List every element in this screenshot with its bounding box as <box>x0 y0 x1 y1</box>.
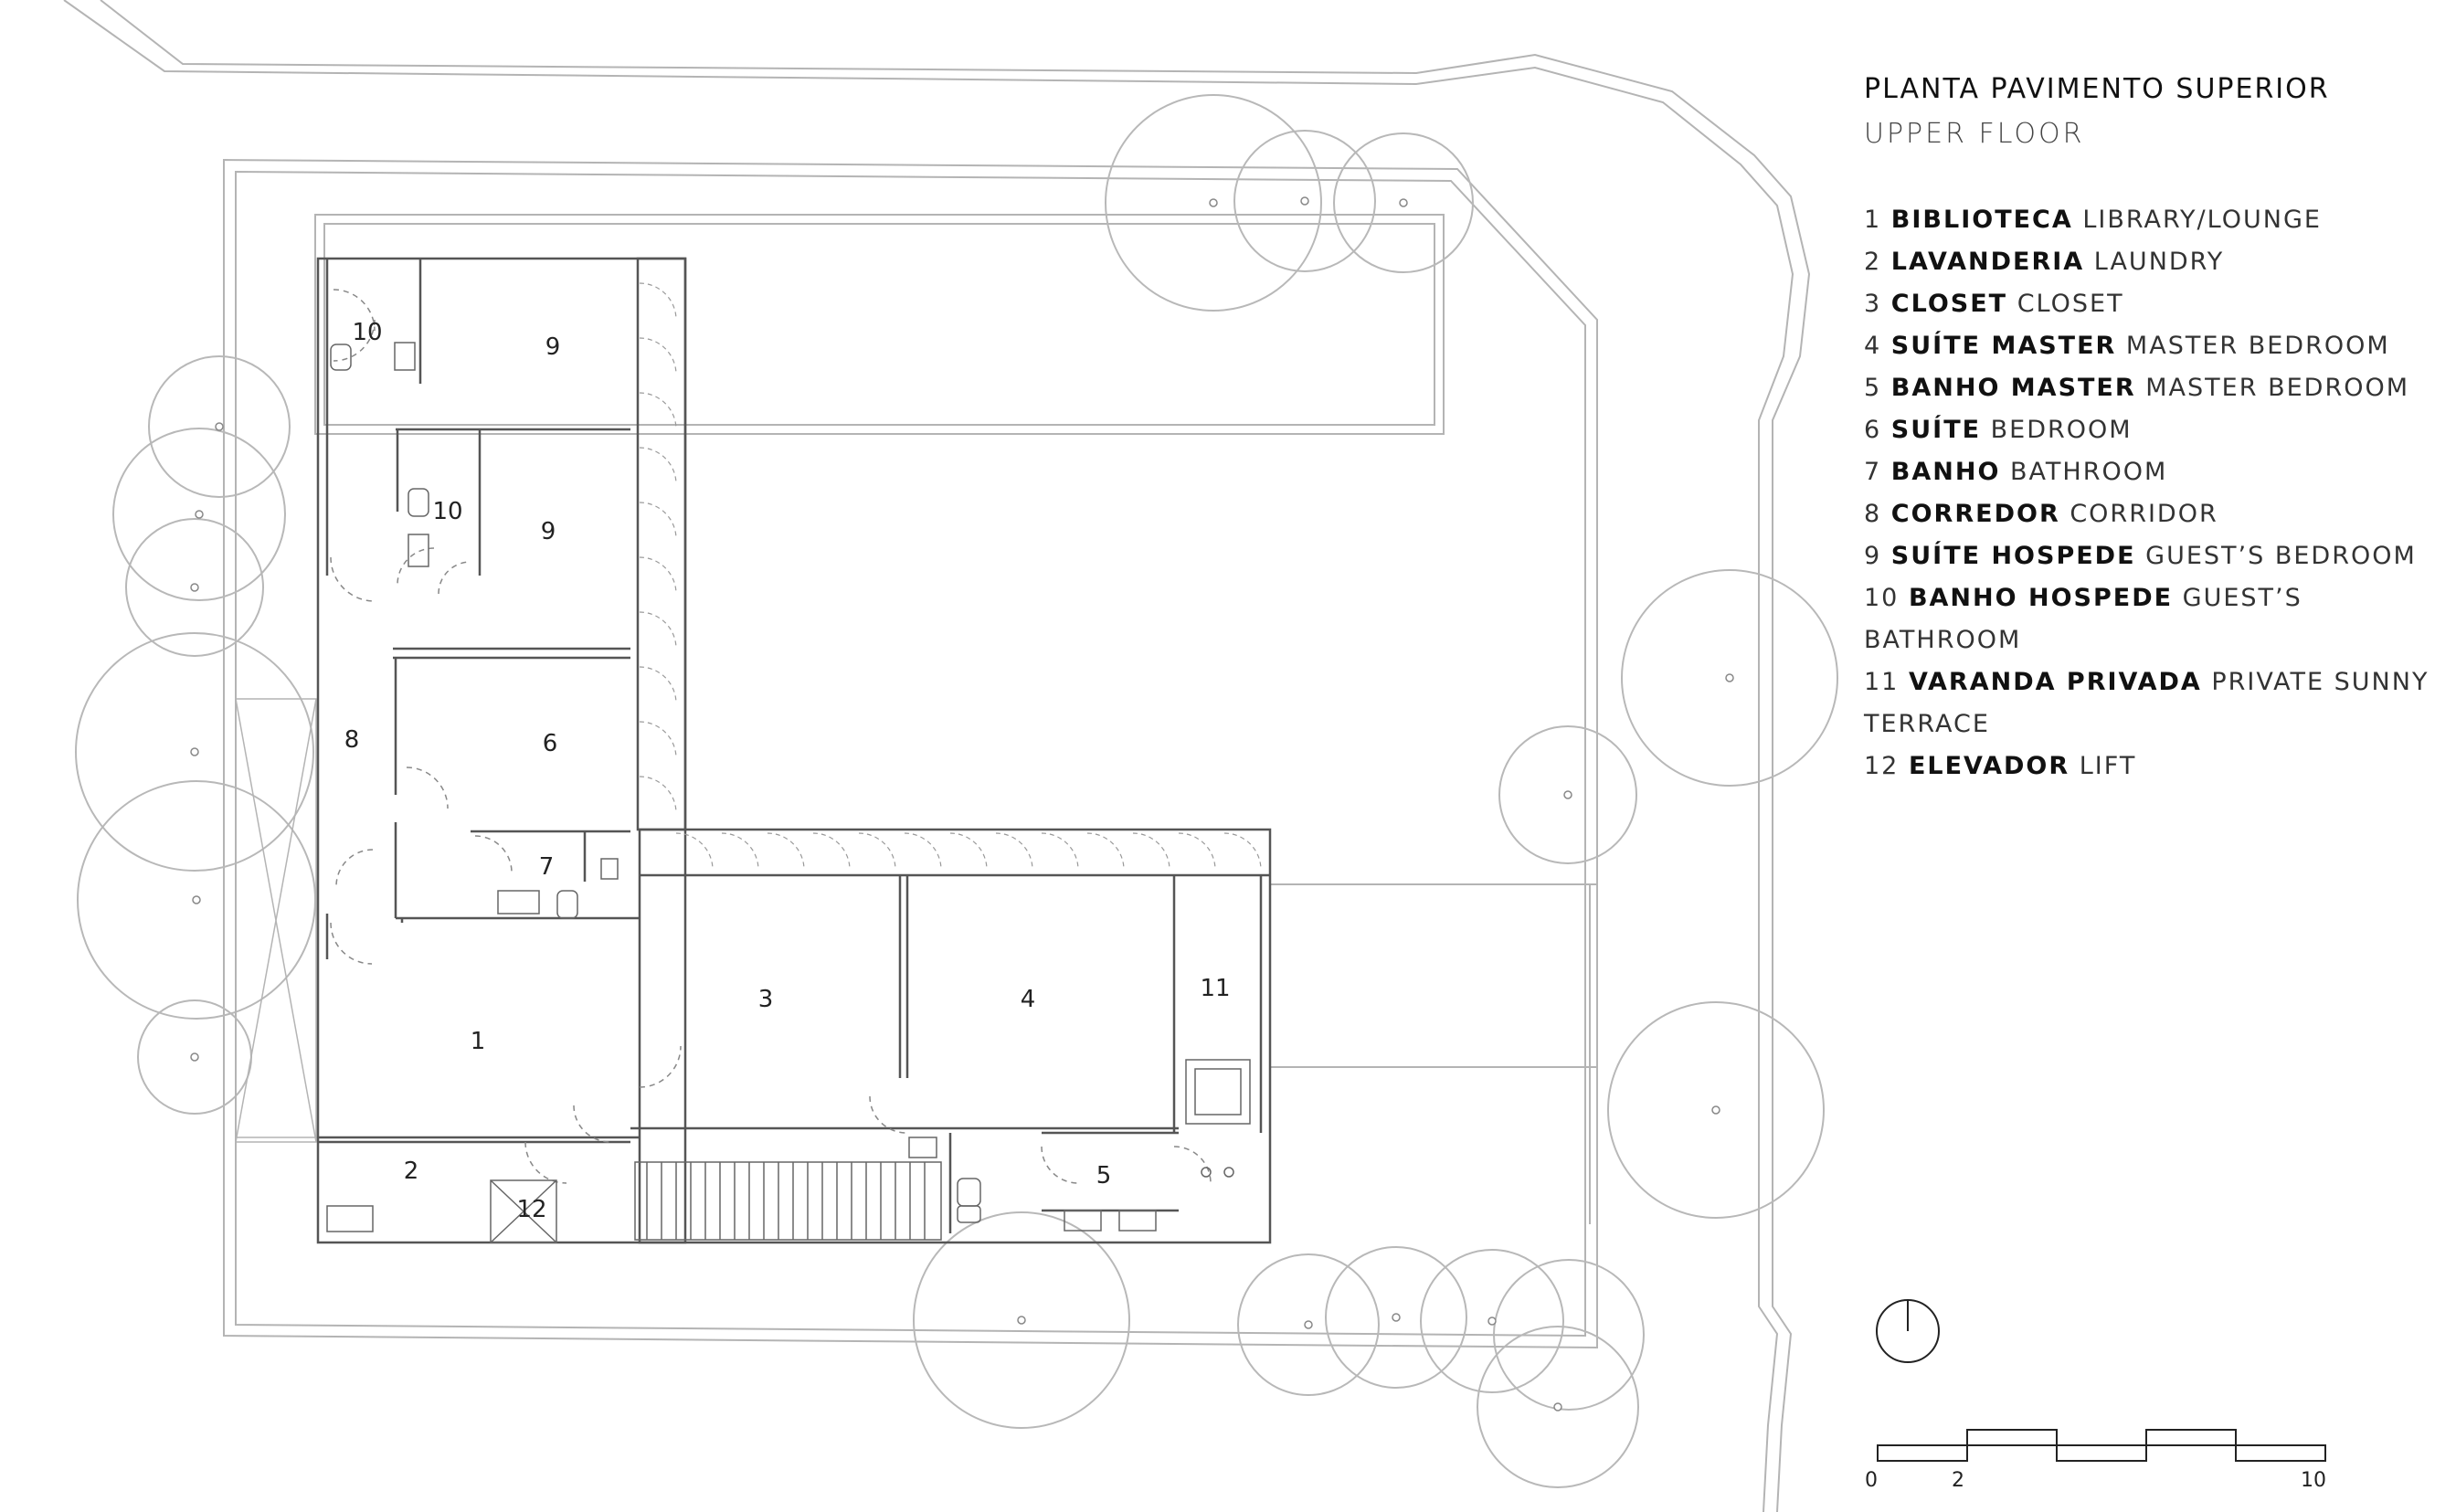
legend-name-en: PRIVATE SUNNY TERRACE <box>1864 668 2430 738</box>
trees <box>75 94 1838 1488</box>
legend-number: 7 <box>1864 458 1882 486</box>
legend-number: 2 <box>1864 248 1882 276</box>
scale-label-0: 0 <box>1865 1469 1878 1492</box>
legend-name-en: CLOSET <box>2017 290 2124 318</box>
legend-item: 1 BIBLIOTECA LIBRARY/LOUNGE <box>1864 199 2430 241</box>
legend-item: 7 BANHO BATHROOM <box>1864 451 2430 493</box>
legend-item: 5 BANHO MASTER MASTER BEDROOM <box>1864 367 2430 409</box>
fixtures <box>326 342 1251 1243</box>
scale-label-10: 10 <box>2301 1469 2326 1492</box>
legend-name-en: CORRIDOR <box>2070 500 2218 528</box>
legend-name-en: MASTER BEDROOM <box>2145 374 2409 402</box>
legend-name-pt: SUÍTE HOSPEDE <box>1890 542 2136 570</box>
legend-panel: PLANTA PAVIMENTO SUPERIOR UPPER FLOOR 1 … <box>1864 73 2430 788</box>
room-label-6: 6 <box>543 730 558 757</box>
drawing-subtitle: UPPER FLOOR <box>1864 118 2085 150</box>
legend-name-en: LIBRARY/LOUNGE <box>2082 206 2322 234</box>
legend-name-pt: BANHO MASTER <box>1890 374 2136 402</box>
legend-name-pt: SUÍTE <box>1890 416 1982 444</box>
room-label-12: 12 <box>516 1196 546 1223</box>
room-label-3: 3 <box>758 986 774 1013</box>
room-label-9b: 9 <box>541 518 556 545</box>
staircase <box>634 1161 942 1241</box>
legend-number: 1 <box>1864 206 1882 234</box>
legend-item: 9 SUÍTE HOSPEDE GUEST’S BEDROOM <box>1864 535 2430 577</box>
room-label-9a: 9 <box>545 333 561 361</box>
legend-name-en: GUEST’S BATHROOM <box>1864 584 2302 654</box>
legend-name-pt: BANHO <box>1890 458 2001 486</box>
drawing-title: PLANTA PAVIMENTO SUPERIOR <box>1864 73 2330 105</box>
door-swings <box>330 289 1212 1184</box>
legend-number: 5 <box>1864 374 1882 402</box>
legend-number: 11 <box>1864 668 1900 696</box>
room-label-8: 8 <box>344 726 360 754</box>
legend-number: 10 <box>1864 584 1900 612</box>
legend-item: 3 CLOSET CLOSET <box>1864 283 2430 325</box>
room-label-2: 2 <box>404 1158 419 1185</box>
north-arrow-icon <box>1876 1299 1940 1363</box>
legend-number: 8 <box>1864 500 1882 528</box>
legend-number: 12 <box>1864 752 1900 780</box>
legend-item: 2 LAVANDERIA LAUNDRY <box>1864 241 2430 283</box>
site-boundary <box>63 0 1811 1512</box>
legend-name-pt: BIBLIOTECA <box>1890 206 2073 234</box>
legend-number: 3 <box>1864 290 1882 318</box>
room-label-4: 4 <box>1021 986 1036 1013</box>
legend-number: 9 <box>1864 542 1882 570</box>
room-label-10b: 10 <box>432 498 462 525</box>
legend-name-en: BEDROOM <box>1990 416 2133 444</box>
legend-item: 8 CORREDOR CORRIDOR <box>1864 493 2430 535</box>
legend-number: 4 <box>1864 332 1882 360</box>
room-labels: 10 9 10 9 8 6 7 1 3 4 11 2 12 5 <box>344 319 1231 1223</box>
legend-name-pt: BANHO HOSPEDE <box>1908 584 2174 612</box>
facade-louvres <box>639 282 1262 871</box>
legend-name-en: MASTER BEDROOM <box>2125 332 2390 360</box>
legend-name-pt: ELEVADOR <box>1908 752 2070 780</box>
legend-name-pt: SUÍTE MASTER <box>1890 332 2117 360</box>
legend-name-pt: VARANDA PRIVADA <box>1908 668 2202 696</box>
legend-item: 4 SUÍTE MASTER MASTER BEDROOM <box>1864 325 2430 367</box>
room-label-11: 11 <box>1200 975 1230 1002</box>
scale-label-2: 2 <box>1952 1469 1964 1492</box>
west-trellis <box>235 698 640 1143</box>
legend-item: 10 BANHO HOSPEDE GUEST’S BATHROOM <box>1864 577 2430 661</box>
legend-item: 6 SUÍTE BEDROOM <box>1864 409 2430 451</box>
legend-name-pt: LAVANDERIA <box>1890 248 2085 276</box>
legend-name-en: LAUNDRY <box>2093 248 2225 276</box>
legend-item: 12 ELEVADOR LIFT <box>1864 745 2430 788</box>
legend-item: 11 VARANDA PRIVADA PRIVATE SUNNY TERRACE <box>1864 661 2430 745</box>
room-label-7: 7 <box>539 853 555 881</box>
room-label-10a: 10 <box>352 319 382 346</box>
legend-name-pt: CORREDOR <box>1890 500 2060 528</box>
legend-name-pt: CLOSET <box>1890 290 2008 318</box>
legend-name-en: BATHROOM <box>2010 458 2168 486</box>
legend-number: 6 <box>1864 416 1882 444</box>
legend-name-en: GUEST’S BEDROOM <box>2145 542 2417 570</box>
room-label-5: 5 <box>1096 1162 1112 1190</box>
legend-name-en: LIFT <box>2079 752 2137 780</box>
room-label-1: 1 <box>471 1028 486 1055</box>
scale-bar <box>1877 1429 2326 1462</box>
building-walls <box>316 257 1272 1244</box>
